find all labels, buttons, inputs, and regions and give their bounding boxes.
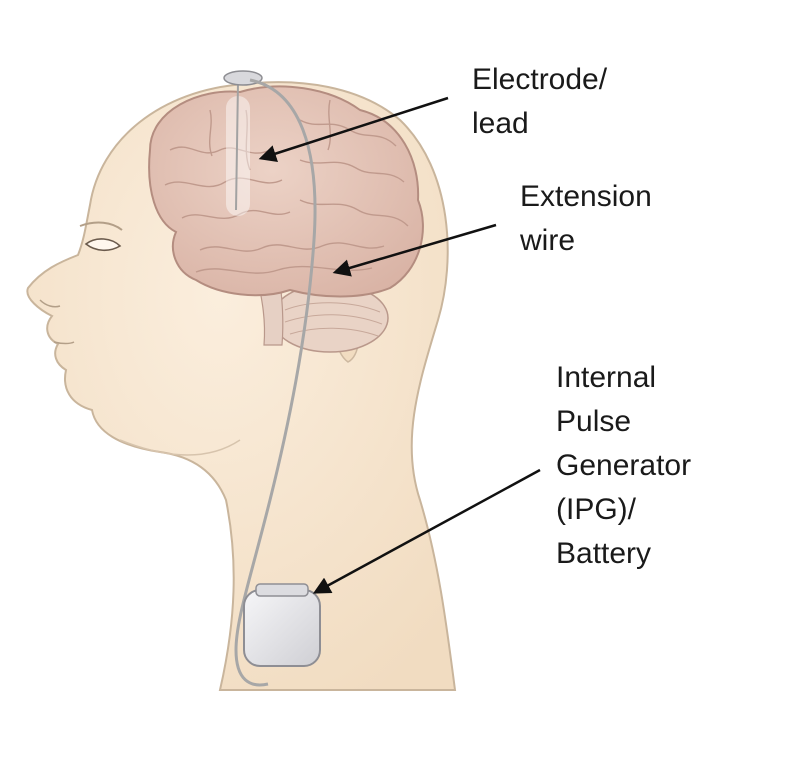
extension-label-line-2: wire — [520, 224, 576, 257]
extension-wire-label: Extension wire — [520, 175, 652, 263]
nostril — [39, 299, 61, 308]
electrode-label-line-2: lead — [472, 107, 529, 140]
electrode-glow — [226, 96, 250, 216]
jaw-line — [119, 439, 241, 456]
electrode-lead-label: Electrode/ lead — [472, 58, 607, 146]
mouth — [53, 341, 75, 345]
extension-arrow — [332, 223, 497, 277]
extension-label-line-1: Extension — [520, 180, 652, 213]
electrode-label-line-1: Electrode/ — [472, 63, 608, 96]
ipg-label-line-1: Internal — [556, 361, 657, 394]
ipg-device — [243, 589, 321, 667]
ipg-label-line-5: Battery — [556, 537, 652, 570]
eyebrow — [79, 221, 123, 231]
electrode-arrow — [258, 96, 449, 163]
electrode-lead — [235, 81, 239, 211]
ipg-arrow — [312, 468, 541, 594]
cerebellum-folds — [284, 302, 383, 337]
ipg-header — [255, 583, 309, 597]
ipg-label-line-3: Generator — [556, 449, 692, 482]
eye — [84, 238, 122, 252]
ipg-battery-label: Internal Pulse Generator (IPG)/ Battery — [556, 356, 691, 576]
ipg-label-line-4: (IPG)/ — [556, 493, 636, 526]
brain — [148, 85, 424, 298]
extension-wire — [234, 78, 317, 687]
ipg-label-line-2: Pulse — [556, 405, 632, 438]
